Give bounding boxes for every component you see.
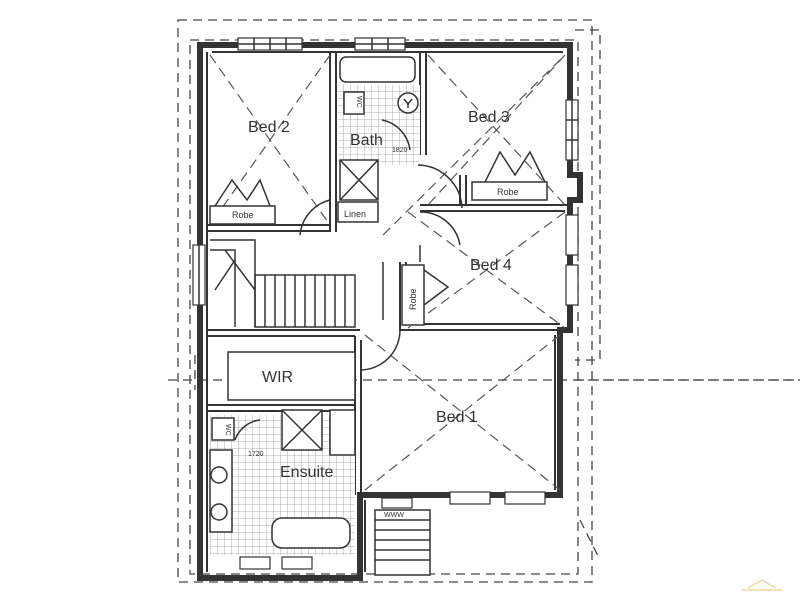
watermark-logo-icon (742, 579, 782, 591)
robes (209, 150, 548, 401)
label-robe-bed-2: Robe (232, 210, 254, 220)
bathroom-fixtures (209, 56, 419, 549)
label-shower-bath: 1820 (392, 147, 408, 154)
label-shower-ensuite: 1720 (248, 451, 264, 458)
room-labels: Bed 2 Bed 3 Bed 4 Bed 1 Bath WIR Ensuite… (224, 96, 519, 519)
label-bed-1: Bed 1 (436, 409, 478, 426)
label-bed-4: Bed 4 (470, 257, 512, 274)
label-robe-bed-3: Robe (497, 187, 519, 197)
label-linen: Linen (344, 209, 366, 219)
label-wir: WIR (262, 369, 293, 386)
label-stair-window: WWW (384, 512, 404, 519)
label-bed-2: Bed 2 (248, 119, 290, 136)
windows (192, 37, 579, 570)
label-ensuite: Ensuite (280, 464, 333, 481)
staircase (210, 239, 431, 576)
label-wc-ensuite: WC (224, 424, 231, 436)
label-bath: Bath (350, 132, 383, 149)
room-diagonals (209, 54, 566, 491)
label-wc-bath: WC (355, 96, 362, 108)
doors (234, 119, 463, 441)
label-bed-3: Bed 3 (468, 109, 510, 126)
label-robe-bed-4: Robe (408, 288, 418, 310)
